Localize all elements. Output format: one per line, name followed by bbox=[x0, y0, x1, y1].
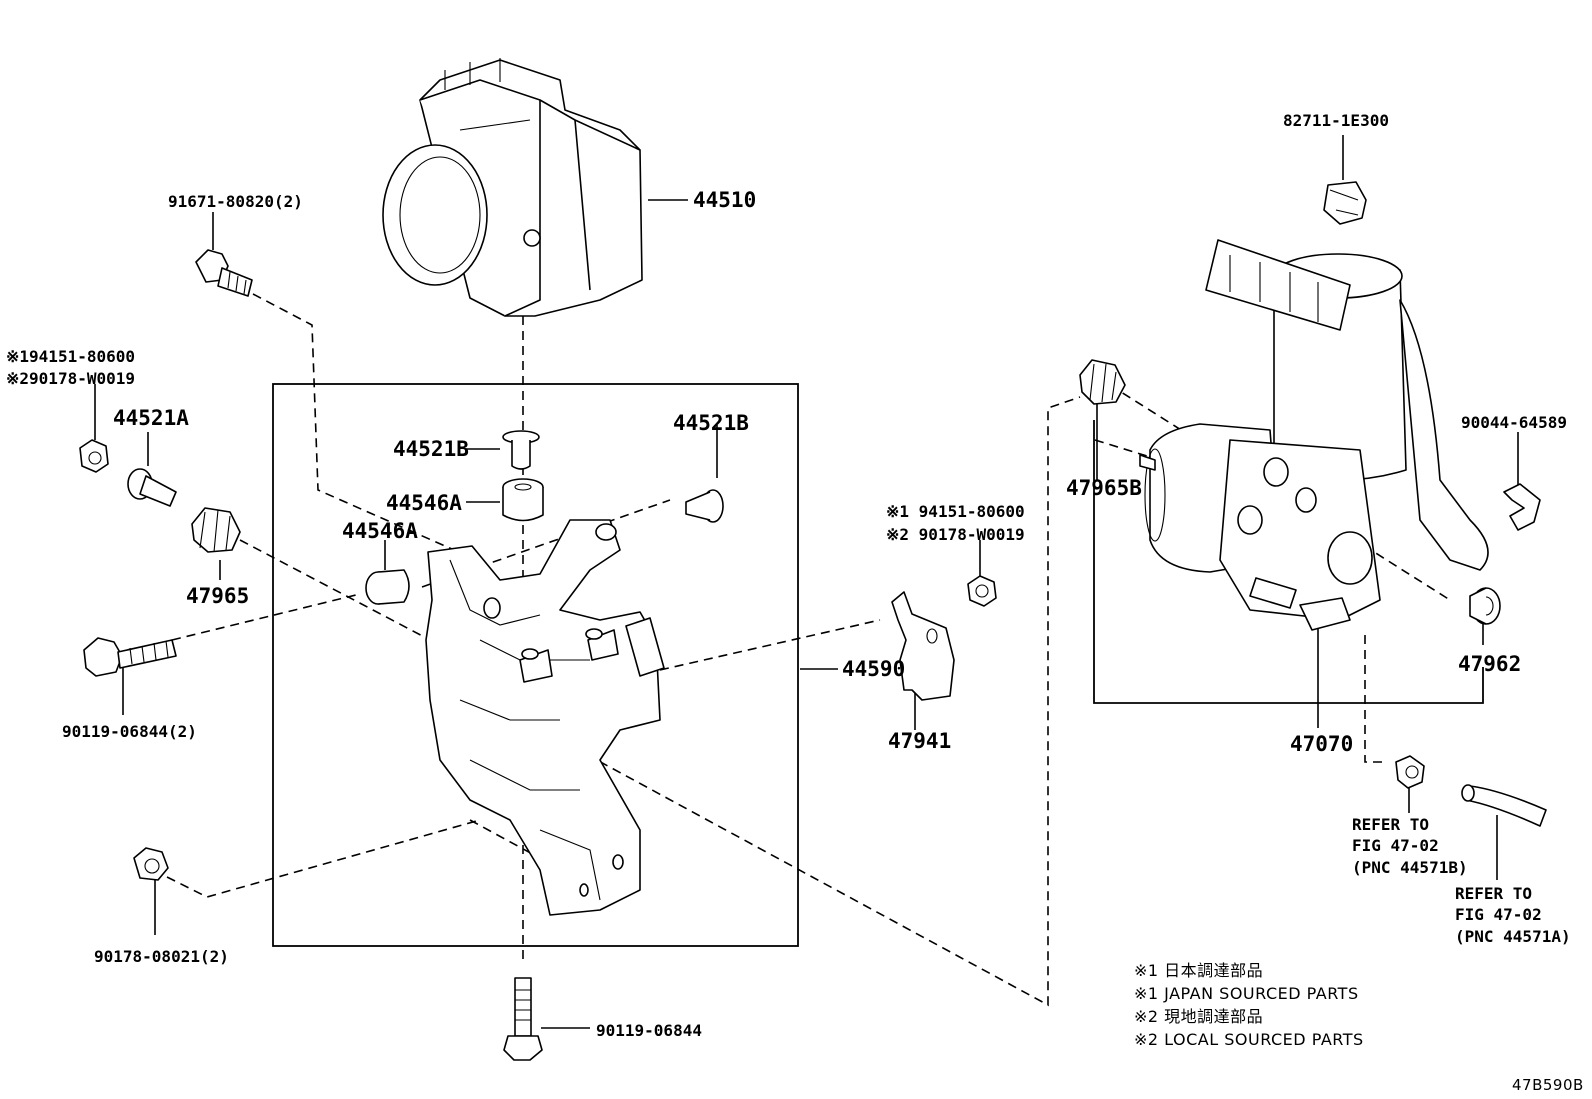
collar-47962 bbox=[1469, 587, 1501, 625]
clamp-44571B bbox=[1395, 755, 1425, 789]
bracket-44590 bbox=[425, 519, 665, 916]
refer-b-line2: FIG 47-02 bbox=[1352, 836, 1439, 855]
clip-90044 bbox=[1503, 483, 1541, 531]
legend-line-2: ※1 JAPAN SOURCED PARTS bbox=[1134, 984, 1359, 1003]
label-note2-left: ※290178-W0019 bbox=[6, 369, 135, 388]
refer-a-line2: FIG 47-02 bbox=[1455, 905, 1542, 924]
cushion-44546A-top bbox=[502, 478, 544, 522]
collar-44521B-left bbox=[502, 430, 540, 470]
legend-line-4: ※2 LOCAL SOURCED PARTS bbox=[1134, 1030, 1364, 1049]
cap-82711 bbox=[1323, 181, 1367, 225]
label-44510: 44510 bbox=[693, 188, 756, 212]
label-44521B-left: 44521B bbox=[393, 437, 469, 461]
diagram-id: 47B590B bbox=[1512, 1076, 1584, 1094]
collar-44521B-right bbox=[685, 489, 724, 523]
grommet-47965B bbox=[1079, 359, 1126, 405]
label-47965: 47965 bbox=[186, 584, 249, 608]
bolt-90119-bottom bbox=[503, 977, 543, 1061]
refer-a-line3: (PNC 44571A) bbox=[1455, 927, 1571, 946]
stud-44521A bbox=[127, 468, 177, 507]
label-82711: 82711-1E300 bbox=[1283, 111, 1389, 130]
label-note2-right: ※2 90178-W0019 bbox=[886, 525, 1025, 544]
nut-90178-bottom bbox=[133, 847, 169, 881]
legend-line-3: ※2 現地調達部品 bbox=[1134, 1007, 1263, 1026]
leader-lines bbox=[94, 135, 1519, 1029]
label-90119-left: 90119-06844(2) bbox=[62, 722, 197, 741]
sourcing-legend: ※1 日本調達部品 ※1 JAPAN SOURCED PARTS ※2 現地調達… bbox=[1134, 961, 1364, 1049]
pump-motor-47070 bbox=[1139, 239, 1489, 631]
cushion-44546A-left bbox=[365, 569, 410, 605]
legend-line-1: ※1 日本調達部品 bbox=[1134, 961, 1263, 980]
label-note1-right: ※1 94151-80600 bbox=[886, 502, 1025, 521]
label-47962: 47962 bbox=[1458, 652, 1521, 676]
label-44546A-left: 44546A bbox=[342, 519, 418, 543]
nut-194151 bbox=[79, 439, 109, 473]
assembly-dashed-lines bbox=[166, 293, 1451, 1007]
refer-b-line3: (PNC 44571B) bbox=[1352, 858, 1468, 877]
label-47965B: 47965B bbox=[1066, 476, 1142, 500]
bracket-47941 bbox=[891, 591, 955, 701]
label-90044: 90044-64589 bbox=[1461, 413, 1567, 432]
label-90119-bottom: 90119-06844 bbox=[596, 1021, 702, 1040]
abs-actuator-44510 bbox=[382, 58, 643, 317]
refer-b-line1: REFER TO bbox=[1352, 815, 1429, 834]
bracket-assembly-frame bbox=[272, 383, 799, 947]
label-note1-left: ※194151-80600 bbox=[6, 347, 135, 366]
label-44590: 44590 bbox=[842, 657, 905, 681]
grommet-47965 bbox=[191, 507, 241, 553]
refer-a-line1: REFER TO bbox=[1455, 884, 1532, 903]
bolt-90119-left bbox=[83, 637, 177, 677]
label-47941: 47941 bbox=[888, 729, 951, 753]
label-91671: 91671-80820(2) bbox=[168, 192, 303, 211]
nut-94151-right bbox=[967, 575, 997, 607]
label-47070: 47070 bbox=[1290, 732, 1353, 756]
label-44546A-top: 44546A bbox=[386, 491, 462, 515]
hose-44571A bbox=[1461, 784, 1547, 827]
label-90178-bottom: 90178-08021(2) bbox=[94, 947, 229, 966]
bolt-91671 bbox=[195, 249, 253, 297]
label-44521A: 44521A bbox=[113, 406, 189, 430]
label-44521B-right: 44521B bbox=[673, 411, 749, 435]
pump-assembly-bracket-line bbox=[1093, 420, 1484, 704]
